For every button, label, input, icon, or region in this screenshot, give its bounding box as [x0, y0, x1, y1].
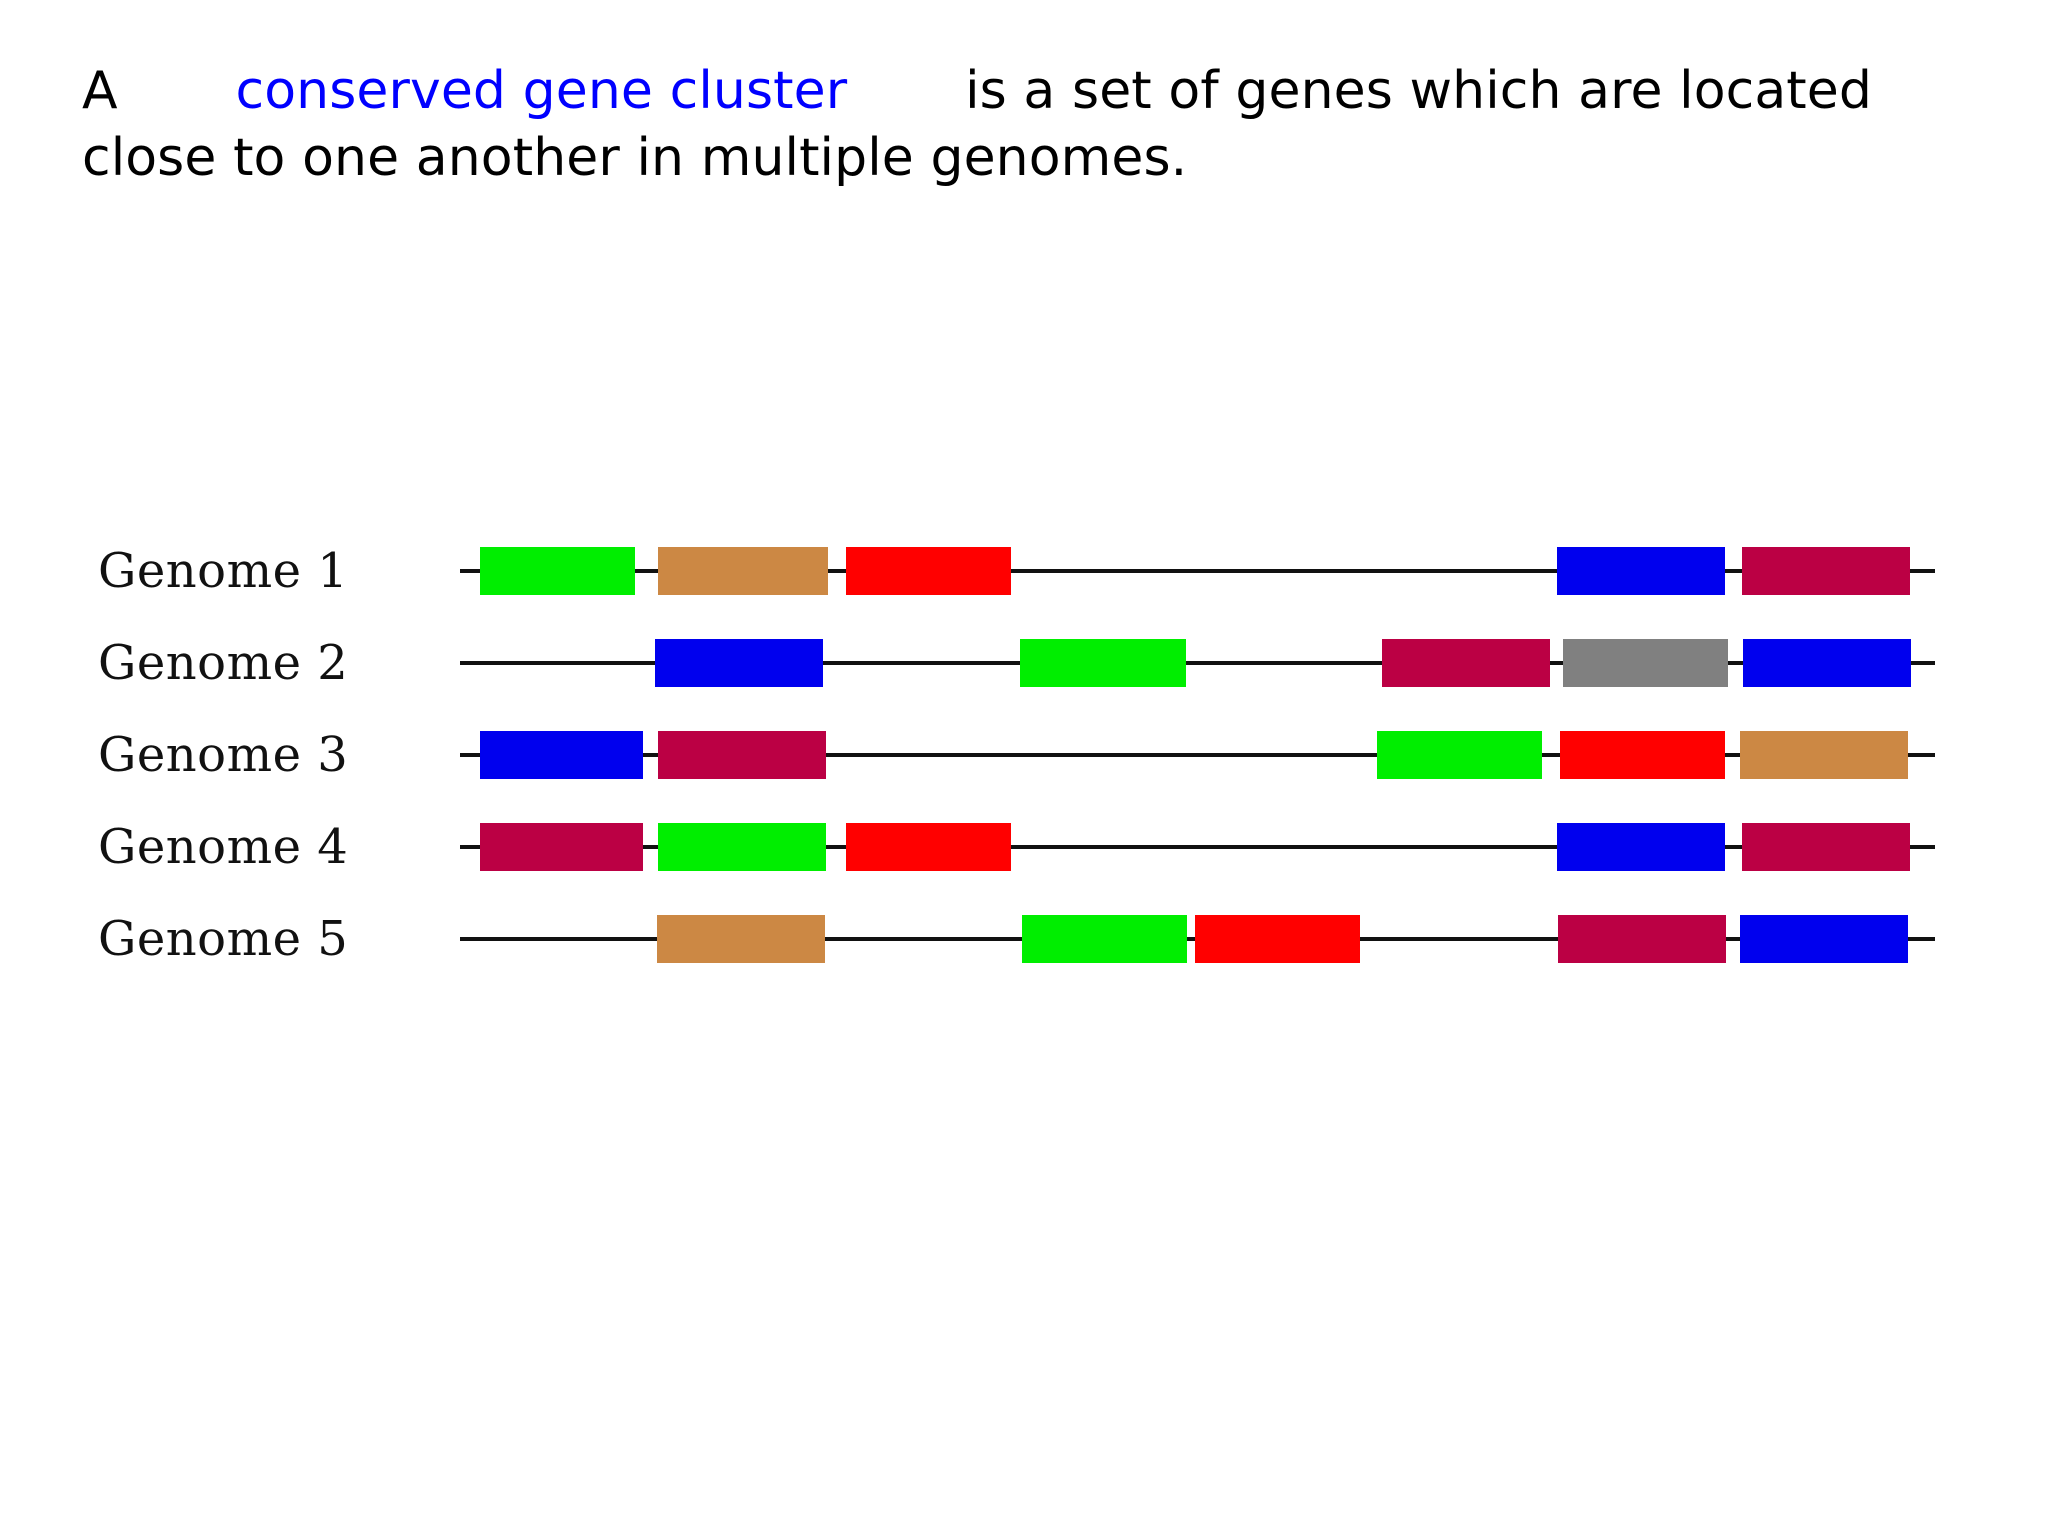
statement-highlight: conserved gene cluster: [235, 61, 848, 121]
genome-row-label: Genome 4: [98, 819, 349, 875]
genome-backbone-line: [460, 753, 1935, 757]
genome-row: Genome 4: [0, 801, 2048, 893]
gene-green[interactable]: [1020, 639, 1186, 687]
statement-paragraph: A conserved gene cluster is a set of gen…: [82, 58, 1882, 191]
gene-brown[interactable]: [658, 547, 828, 595]
statement-line-2: close to one another in multiple genomes…: [82, 127, 1188, 188]
statement-prefix: A: [82, 61, 118, 121]
gene-green[interactable]: [1022, 915, 1187, 963]
gene-crimson[interactable]: [1742, 547, 1910, 595]
gene-crimson[interactable]: [1558, 915, 1726, 963]
gene-crimson[interactable]: [1382, 639, 1550, 687]
gene-red[interactable]: [846, 547, 1011, 595]
genome-row: Genome 2: [0, 617, 2048, 709]
gene-green[interactable]: [1377, 731, 1542, 779]
genome-backbone-line: [460, 569, 1935, 573]
genome-row-label: Genome 2: [98, 635, 349, 691]
gene-red[interactable]: [1560, 731, 1725, 779]
gene-blue[interactable]: [480, 731, 643, 779]
genome-row: Genome 3: [0, 709, 2048, 801]
gene-crimson[interactable]: [1742, 823, 1910, 871]
genome-row-label: Genome 1: [98, 543, 349, 599]
gene-crimson[interactable]: [480, 823, 643, 871]
gene-green[interactable]: [480, 547, 635, 595]
genome-backbone-line: [460, 661, 1935, 665]
genome-row-label: Genome 5: [98, 911, 349, 967]
gene-gray[interactable]: [1563, 639, 1728, 687]
gene-blue[interactable]: [1743, 639, 1911, 687]
genome-backbone-line: [460, 845, 1935, 849]
gene-red[interactable]: [846, 823, 1011, 871]
genome-row: Genome 1: [0, 525, 2048, 617]
gene-red[interactable]: [1195, 915, 1360, 963]
gene-brown[interactable]: [1740, 731, 1908, 779]
gene-blue[interactable]: [1740, 915, 1908, 963]
gene-crimson[interactable]: [658, 731, 826, 779]
gene-brown[interactable]: [657, 915, 825, 963]
gene-blue[interactable]: [1557, 823, 1725, 871]
genome-row-label: Genome 3: [98, 727, 349, 783]
genome-row: Genome 5: [0, 893, 2048, 985]
gene-blue[interactable]: [1557, 547, 1725, 595]
genome-diagram: Genome 1 Genome 2 Genome 3 Genome 4 Genome 5: [0, 525, 2048, 985]
gene-blue[interactable]: [655, 639, 823, 687]
statement-rest: is a set of genes which are located: [965, 61, 1872, 121]
gene-green[interactable]: [658, 823, 826, 871]
